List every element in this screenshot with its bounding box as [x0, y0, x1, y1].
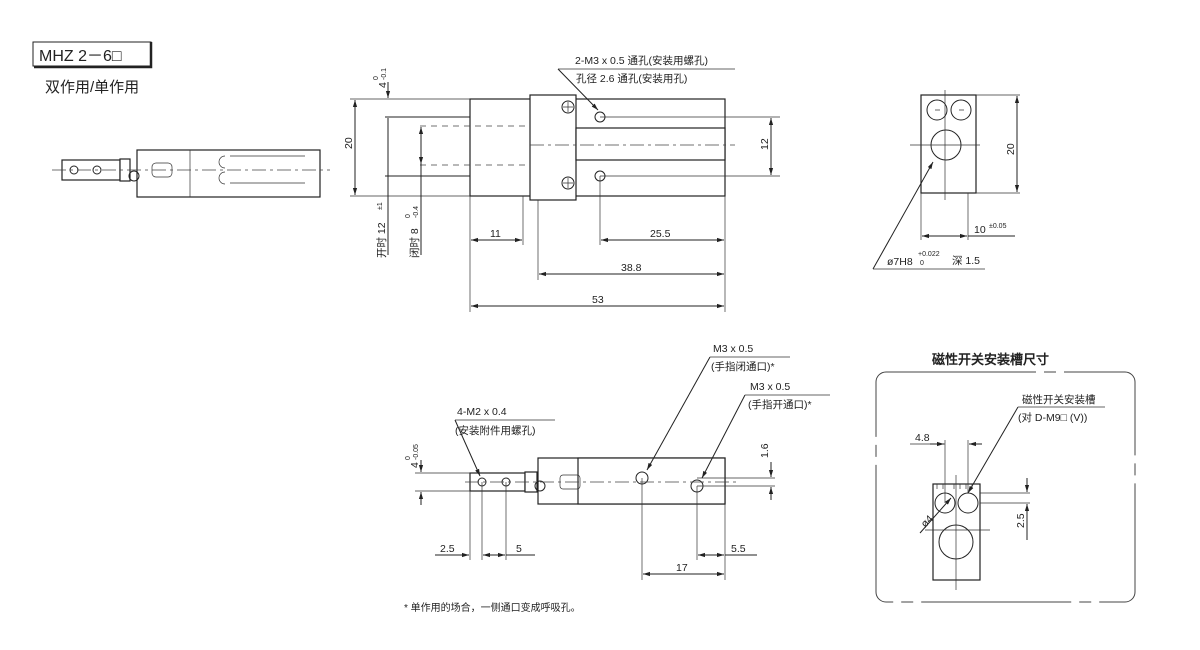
bottom-dim-4-tol-lower: -0.05: [413, 444, 420, 460]
dim-5-5: 5.5: [731, 543, 746, 555]
open-port-desc: (手指开通口)*: [748, 398, 812, 411]
attachment-screw-desc: (安装附件用螺孔): [455, 424, 536, 437]
dim-4-tol-lower: -0.1: [381, 68, 388, 80]
dim-closed-tol-lower: -0.4: [413, 206, 420, 218]
dim-4: 4: [377, 82, 389, 88]
side-dim-10-tol: ±0.05: [989, 223, 1007, 230]
bottom-dim-4-tol-upper: 0: [405, 456, 412, 460]
dim-closed-8: 闭时 8: [408, 228, 421, 258]
side-dim-20: 20: [1005, 143, 1017, 155]
close-port-spec: M3 x 0.5: [713, 343, 753, 355]
bore-label: ø7H8: [887, 256, 913, 268]
open-port-spec: M3 x 0.5: [750, 381, 790, 393]
dim-25-5: 25.5: [650, 228, 671, 240]
model-label: MHZ 2－6□: [39, 48, 122, 65]
side-dim-10: 10: [974, 224, 986, 236]
dim-height-20: 20: [343, 137, 355, 149]
dim-2-5-groove: 2.5: [1015, 513, 1027, 528]
switch-model-label: (对 D-M9□ (V)): [1018, 411, 1087, 424]
dim-open-tol: ±1: [377, 202, 384, 210]
dim-1-6: 1.6: [759, 443, 771, 458]
bottom-dim-4: 4: [409, 462, 421, 468]
front-view: 2-M3 x 0.5 通孔(安装用螺孔) 孔径 2.6 通孔(安装用孔) 20 …: [343, 54, 780, 312]
dim-38-8: 38.8: [621, 262, 642, 274]
switch-groove-panel: 磁性开关安装槽尺寸 磁性开关安装槽 (对 D-M9□ (V)) 4.8 ø4 2…: [875, 352, 1136, 603]
dim-53: 53: [592, 294, 604, 306]
attachment-screw-spec: 4-M2 x 0.4: [457, 406, 507, 418]
model-header: MHZ 2－6□ 双作用/单作用: [32, 41, 153, 96]
mount-hole-note-2: 孔径 2.6 通孔(安装用孔): [576, 72, 687, 85]
side-view: 20 10 ±0.05 ø7H8 +0.022 0 深 1.5: [872, 90, 1020, 270]
dim-12: 12: [759, 138, 771, 150]
top-view-small: [52, 149, 330, 198]
bore-tol-upper: +0.022: [918, 251, 940, 258]
footnote: * 单作用的场合，一侧通口变成呼吸孔。: [404, 601, 581, 614]
dim-17: 17: [676, 562, 688, 574]
bottom-view: M3 x 0.5 (手指闭通口)* M3 x 0.5 (手指开通口)* 4-M2…: [404, 343, 830, 614]
dim-2-5: 2.5: [440, 543, 455, 555]
switch-groove-title: 磁性开关安装槽尺寸: [932, 352, 1049, 367]
dim-5: 5: [516, 543, 522, 555]
close-port-desc: (手指闭通口)*: [711, 360, 775, 373]
dim-closed-tol-upper: 0: [405, 214, 412, 218]
dim-4-tol-upper: 0: [373, 76, 380, 80]
dim-open-12: 开时 12: [376, 222, 388, 258]
switch-groove-label: 磁性开关安装槽: [1022, 393, 1096, 406]
bore-depth: 深 1.5: [952, 255, 980, 267]
action-type-label: 双作用/单作用: [45, 79, 139, 96]
mount-hole-note-1: 2-M3 x 0.5 通孔(安装用螺孔): [575, 54, 708, 67]
dim-11: 11: [490, 228, 501, 240]
dim-4-8: 4.8: [915, 432, 930, 444]
bore-tol-lower: 0: [920, 260, 924, 267]
